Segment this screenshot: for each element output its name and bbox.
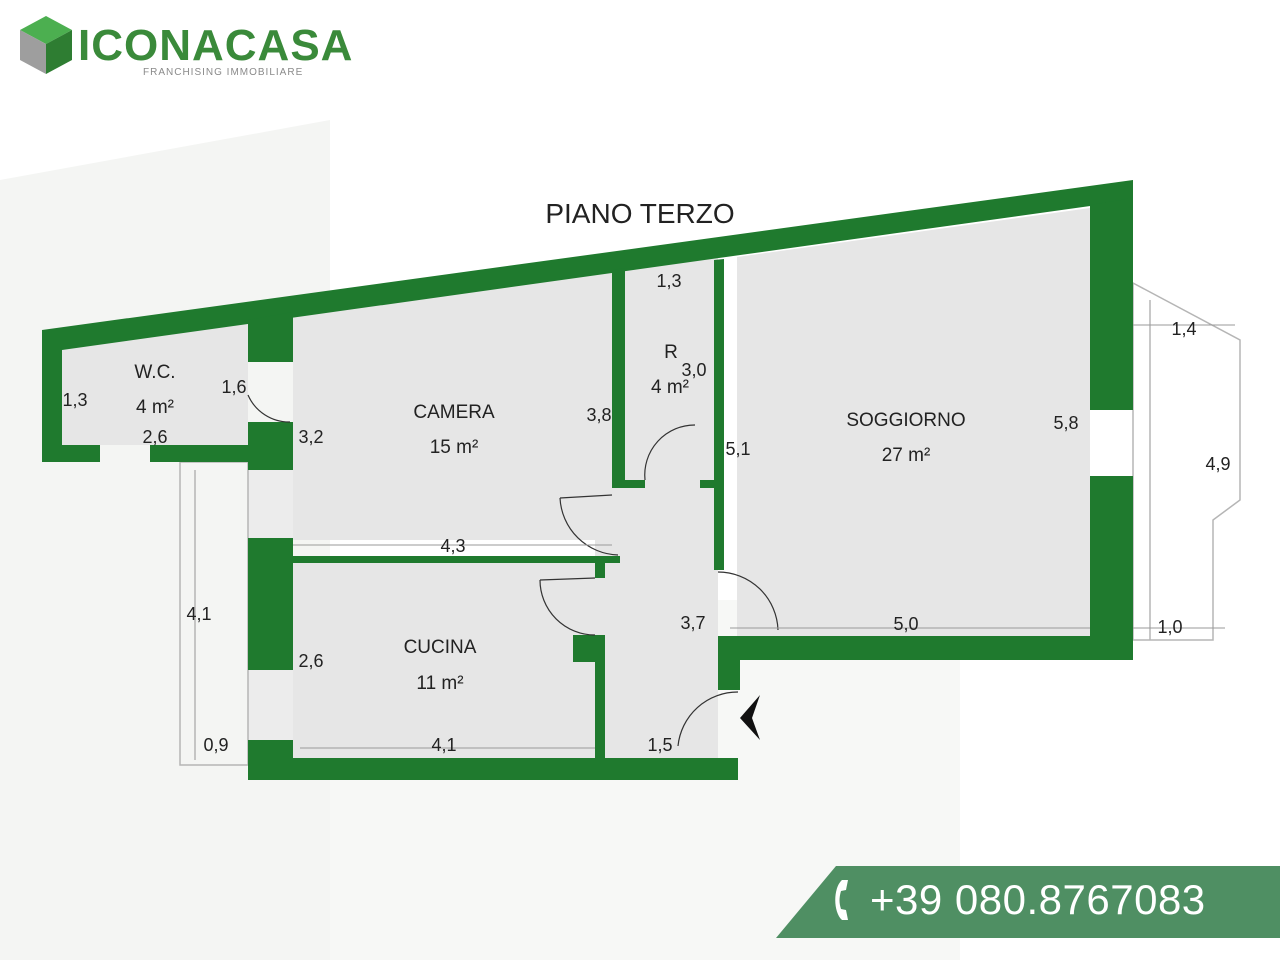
wc-floor (62, 320, 248, 445)
dim-wc-door: 1,6 (221, 377, 246, 397)
dim-hall-height: 3,7 (680, 613, 705, 633)
brand-logo (18, 14, 318, 84)
dim-hall-bottom: 1,5 (647, 735, 672, 755)
top-wall (42, 180, 1133, 350)
room-soggiorno-name: SOGGIORNO (846, 410, 965, 431)
dim-camera-bottom: 4,3 (440, 536, 465, 556)
room-camera-name: CAMERA (413, 402, 495, 423)
entrance-arrow-icon (740, 695, 760, 740)
cucina-floor (293, 563, 595, 758)
dim-soggiorno-right: 5,8 (1053, 413, 1078, 433)
dim-r-height: 3,0 (681, 360, 706, 380)
dim-r-top: 1,3 (656, 271, 681, 291)
plan-title: PIANO TERZO (545, 198, 734, 229)
entrance-door (677, 691, 739, 747)
hall-floor (595, 480, 718, 758)
dim-cucina-left: 2,6 (298, 651, 323, 671)
dim-balcony-side: 4,9 (1205, 454, 1230, 474)
soggiorno-floor (737, 208, 1090, 636)
dim-balcony-top: 1,4 (1171, 319, 1196, 339)
dim-wc-width: 2,6 (142, 427, 167, 447)
room-soggiorno-area: 27 m² (882, 445, 931, 466)
dim-camera-right: 3,8 (586, 405, 611, 425)
phone-icon (835, 880, 848, 920)
camera-floor (293, 270, 612, 540)
dim-left-balcony-width: 0,9 (203, 735, 228, 755)
room-r-area: 4 m² (651, 377, 689, 398)
walls (42, 180, 1133, 780)
room-wc-area: 4 m² (136, 397, 174, 418)
brand-tagline: FRANCHISING IMMOBILIARE (143, 67, 304, 78)
dim-cucina-bottom: 4,1 (431, 735, 456, 755)
dim-soggiorno-left: 5,1 (725, 439, 750, 459)
phone-banner (776, 866, 1280, 938)
dim-left-balcony-height: 4,1 (186, 604, 211, 624)
r-door (644, 424, 696, 481)
cube-logo-icon (20, 16, 72, 74)
cucina-door (539, 579, 596, 636)
room-camera-area: 15 m² (430, 437, 479, 458)
room-cucina-area: 11 m² (416, 673, 463, 694)
dim-camera-left: 3,2 (298, 427, 323, 447)
room-cucina-name: CUCINA (404, 637, 477, 658)
phone-number[interactable]: +39 080.8767083 (870, 876, 1206, 923)
bottom-wall (248, 758, 738, 780)
room-wc-name: W.C. (134, 362, 175, 383)
dim-balcony-bottom: 1,0 (1157, 617, 1182, 637)
soggiorno-door (717, 571, 779, 631)
wc-door (247, 394, 291, 423)
dimension-lines (293, 324, 1235, 749)
dim-soggiorno-bottom: 5,0 (893, 614, 918, 634)
camera-bottom-wall (293, 556, 620, 563)
soggiorno-right-wall (1090, 198, 1133, 410)
floor-areas (62, 208, 1090, 758)
brand-name: ICONACASA (78, 21, 354, 70)
doors (247, 394, 779, 747)
dim-wc-height: 1,3 (62, 390, 87, 410)
wc-left-wall (42, 330, 62, 462)
camera-door (559, 497, 619, 556)
room-r-name: R (664, 342, 678, 363)
